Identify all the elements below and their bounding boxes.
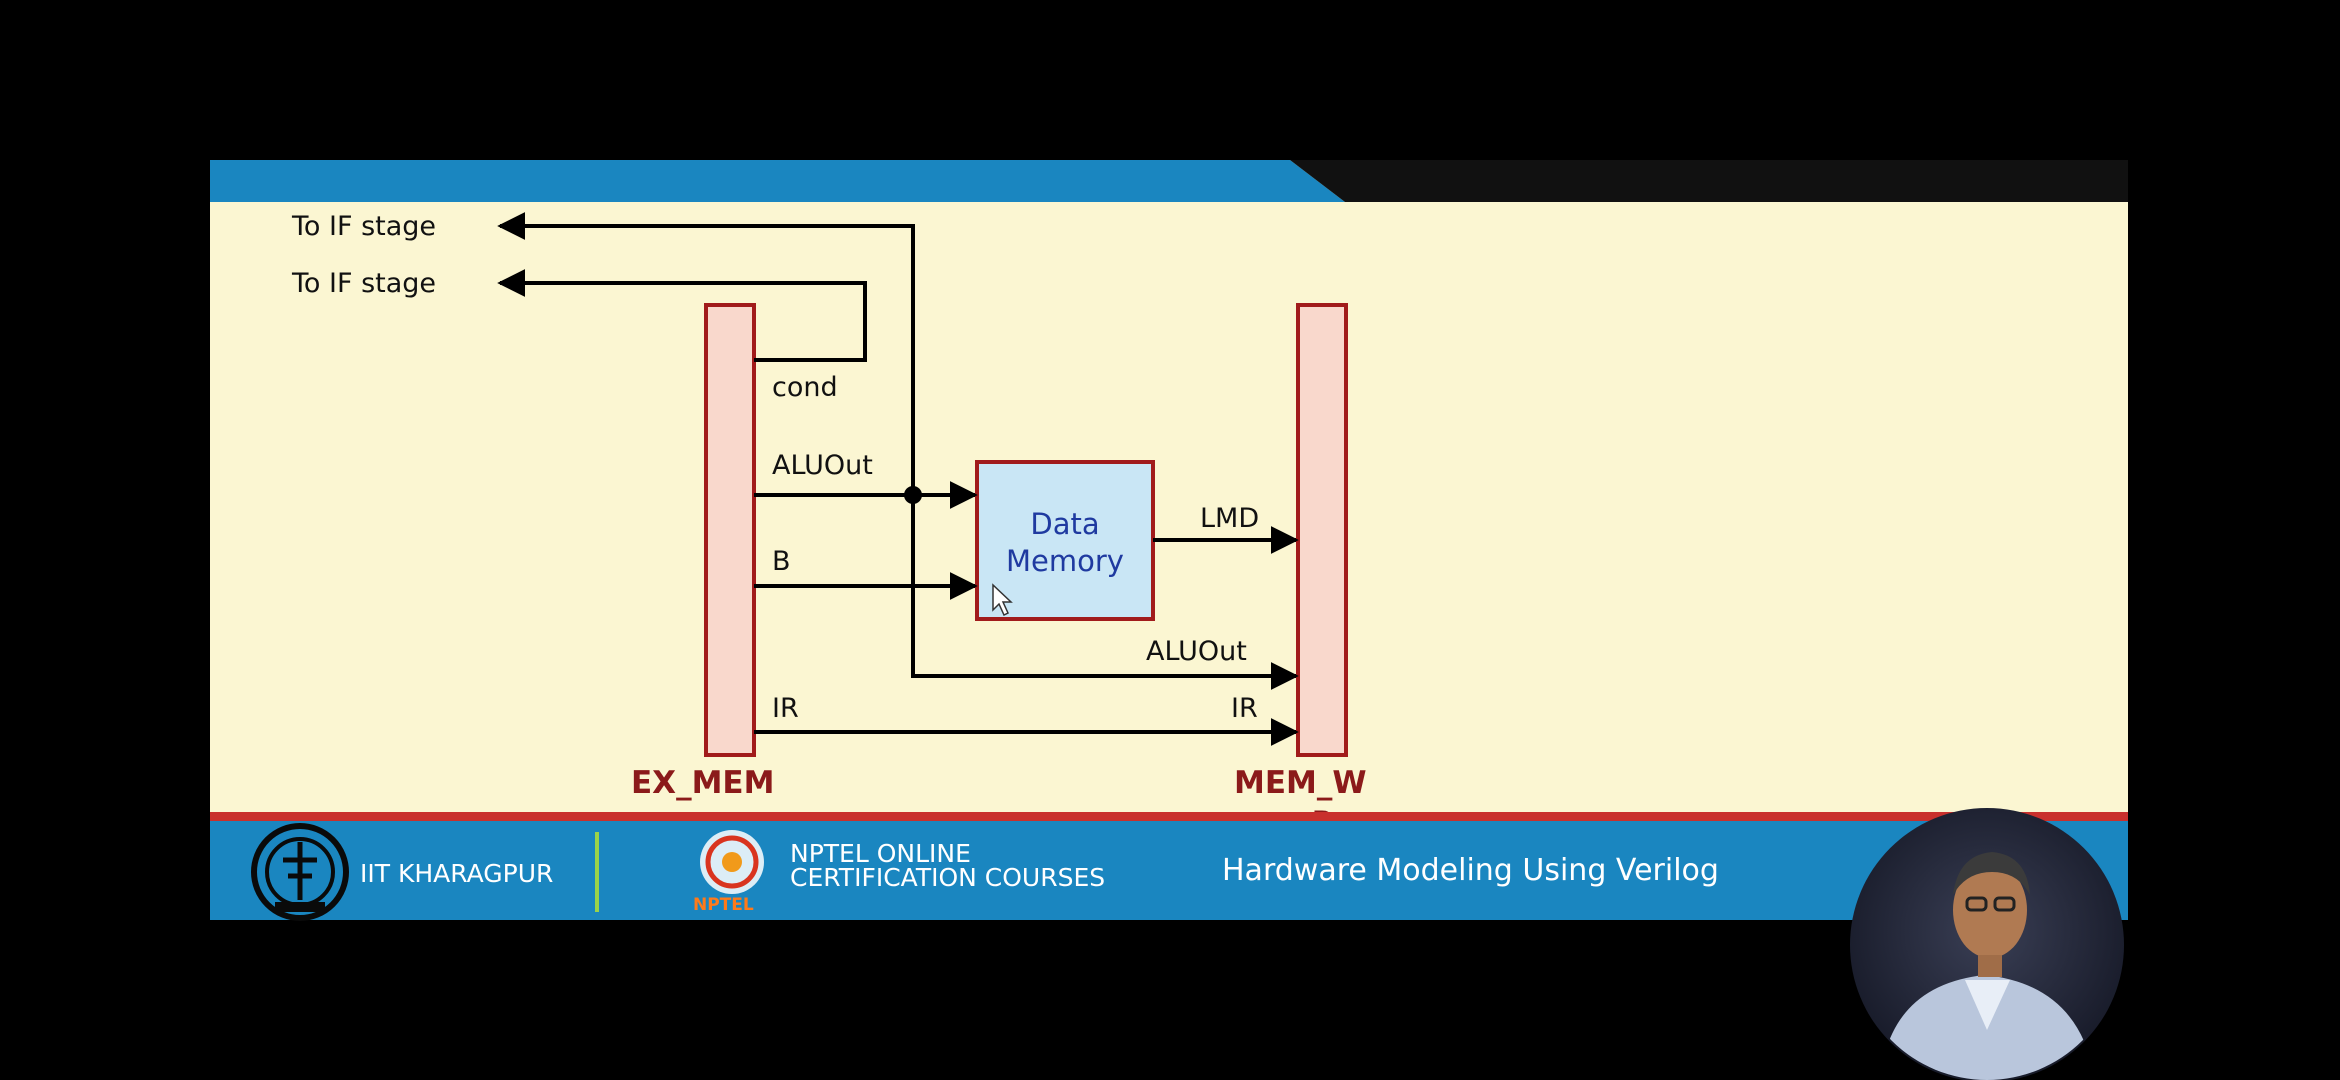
data-memory-block: [975, 460, 1155, 621]
instructor-webcam: [1850, 808, 2124, 1080]
data-memory-label-line2: Memory: [1006, 544, 1124, 578]
footer-stripe: [210, 812, 2128, 821]
b-label: B: [772, 546, 791, 577]
institute-name: IIT KHARAGPUR: [360, 859, 553, 888]
to-if-stage-label-2: To IF stage: [291, 268, 436, 299]
ex-mem-register: [704, 303, 756, 757]
mem-wb-register: [1296, 303, 1348, 757]
aluout-out-label: ALUOut: [1146, 636, 1247, 667]
cond-wire: [497, 269, 867, 362]
aluout-to-if-wire: [497, 212, 915, 495]
mem-wb-label-line1: MEM_W: [1234, 765, 1367, 801]
wires: [497, 212, 1299, 746]
footer-bar: [210, 821, 2128, 920]
iit-logo-icon: [251, 823, 349, 921]
nptel-line1: NPTEL ONLINE: [790, 839, 971, 868]
course-title: Hardware Modeling Using Verilog: [1222, 853, 1719, 888]
mouse-cursor-icon: [992, 583, 1013, 617]
nptel-line2: CERTIFICATION COURSES: [790, 863, 1105, 892]
nptel-logo-text: NPTEL: [693, 895, 754, 915]
lmd-label: LMD: [1200, 503, 1259, 534]
cond-label: cond: [772, 372, 838, 403]
aluout-to-memwb-wire: [911, 495, 1299, 690]
ir-in-label: IR: [772, 693, 799, 724]
footer-divider: [595, 832, 599, 912]
top-bar: [210, 160, 2128, 202]
nptel-logo-icon: [700, 830, 764, 894]
ir-out-label: IR: [1231, 693, 1258, 724]
aluout-in-label: ALUOut: [772, 450, 873, 481]
data-memory-label-line1: Data: [1030, 507, 1099, 541]
ex-mem-label: EX_MEM: [631, 765, 774, 801]
to-if-stage-label-1: To IF stage: [291, 211, 436, 242]
junction-dot: [904, 486, 922, 504]
